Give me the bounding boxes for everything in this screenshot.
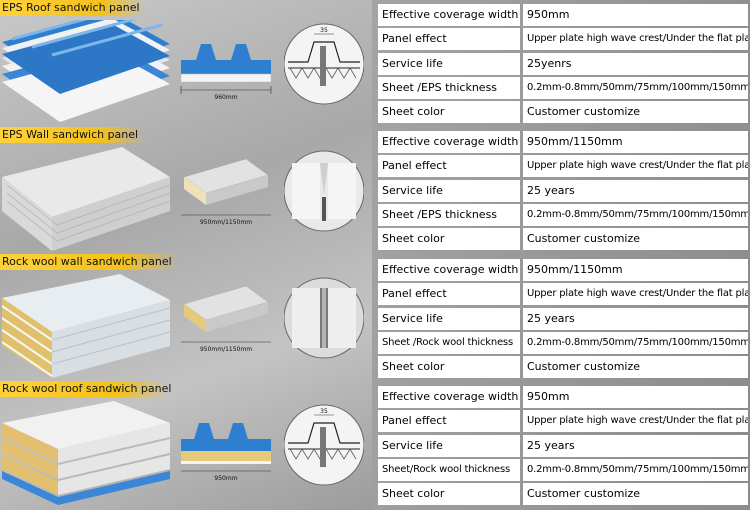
spec-key: Effective coverage width bbox=[378, 4, 520, 26]
spec-value: Customer customize bbox=[523, 228, 748, 250]
spec-key: Panel effect bbox=[378, 283, 520, 305]
rockwool-roof-panel-stack-image bbox=[2, 401, 170, 505]
section-title: EPS Roof sandwich panel bbox=[0, 0, 146, 16]
section-title: Rock wool roof sandwich panel bbox=[0, 381, 172, 397]
spec-value: 950mm/1150mm bbox=[523, 259, 748, 281]
section-rockwool-roof: Rock wool roof sandwich panel 950mm 35 bbox=[0, 381, 372, 508]
spec-key: Panel effect bbox=[378, 155, 520, 177]
spec-key: Panel effect bbox=[378, 28, 520, 50]
spec-value: 0.2mm-0.8mm/50mm/75mm/100mm/150mm bbox=[523, 204, 748, 226]
spec-key: Service life bbox=[378, 308, 520, 330]
spec-key: Sheet color bbox=[378, 228, 520, 250]
spec-key: Sheet color bbox=[378, 356, 520, 378]
detail-label: 35 bbox=[320, 408, 328, 415]
spec-value: 0.2mm-0.8mm/50mm/75mm/100mm/150mm bbox=[523, 459, 748, 481]
dimension-label: 950mm bbox=[214, 475, 237, 481]
spec-key: Effective coverage width bbox=[378, 259, 520, 281]
section-eps-wall: EPS Wall sandwich panel 950mm/1150mm bbox=[0, 127, 372, 254]
rockwool-roof-profile-image: 950mm bbox=[181, 423, 271, 481]
spec-key: Panel effect bbox=[378, 410, 520, 432]
section-eps-roof: EPS Roof sandwich panel 960mm 35 bbox=[0, 0, 372, 127]
spec-key: Service life bbox=[378, 435, 520, 457]
spec-key: Sheet /EPS thickness bbox=[378, 204, 520, 226]
rockwool-wall-joint-detail-image bbox=[284, 277, 364, 359]
spec-value: Upper plate high wave crest/Under the fl… bbox=[523, 155, 748, 177]
eps-wall-joint-detail-image bbox=[284, 150, 364, 232]
eps-roof-panel-stack-image bbox=[2, 20, 170, 122]
eps-roof-profile-image: 960mm bbox=[180, 44, 272, 100]
spec-value: Upper plate high wave crest/Under the fl… bbox=[523, 283, 748, 305]
section-rockwool-wall: Rock wool wall sandwich panel 950mm/1150… bbox=[0, 254, 372, 381]
spec-value: Upper plate high wave crest/Under the fl… bbox=[523, 28, 748, 50]
dimension-label: 960mm bbox=[214, 94, 237, 100]
dimension-label: 950mm/1150mm bbox=[200, 346, 252, 353]
spec-key: Sheet color bbox=[378, 483, 520, 505]
spec-value: 950mm bbox=[523, 4, 748, 26]
spec-key: Service life bbox=[378, 180, 520, 202]
spec-value: Customer customize bbox=[523, 356, 748, 378]
spec-value: 25yenrs bbox=[523, 53, 748, 75]
spec-key: Effective coverage width bbox=[378, 131, 520, 153]
eps-roof-joint-detail-image: 35 bbox=[284, 23, 364, 105]
detail-label: 35 bbox=[320, 27, 328, 34]
spec-key: Effective coverage width bbox=[378, 386, 520, 408]
eps-wall-panel-stack-image bbox=[2, 147, 170, 251]
spec-value: 0.2mm-0.8mm/50mm/75mm/100mm/150mm bbox=[523, 77, 748, 99]
section-title: EPS Wall sandwich panel bbox=[0, 127, 145, 143]
section-title: Rock wool wall sandwich panel bbox=[0, 254, 178, 270]
spec-value: 950mm bbox=[523, 386, 748, 408]
spec-key: Sheet color bbox=[378, 101, 520, 123]
rockwool-wall-profile-image: 950mm/1150mm bbox=[181, 285, 271, 353]
spec-key: Sheet /EPS thickness bbox=[378, 77, 520, 99]
spec-key: Sheet/Rock wool thickness bbox=[378, 459, 520, 481]
rockwool-wall-panel-stack-image bbox=[2, 274, 170, 378]
eps-wall-profile-image: 950mm/1150mm bbox=[181, 158, 271, 226]
spec-value: 25 years bbox=[523, 435, 748, 457]
spec-key: Sheet /Rock wool thickness bbox=[378, 332, 520, 354]
rockwool-roof-joint-detail-image: 35 bbox=[284, 404, 364, 486]
spec-value: Customer customize bbox=[523, 101, 748, 123]
spec-value: 950mm/1150mm bbox=[523, 131, 748, 153]
spec-key: Service life bbox=[378, 53, 520, 75]
spec-value: Customer customize bbox=[523, 483, 748, 505]
dimension-label: 950mm/1150mm bbox=[200, 219, 252, 226]
spec-value: 25 years bbox=[523, 308, 748, 330]
spec-value: 25 years bbox=[523, 180, 748, 202]
spec-value: Upper plate high wave crest/Under the fl… bbox=[523, 410, 748, 432]
spec-value: 0.2mm-0.8mm/50mm/75mm/100mm/150mm bbox=[523, 332, 748, 354]
